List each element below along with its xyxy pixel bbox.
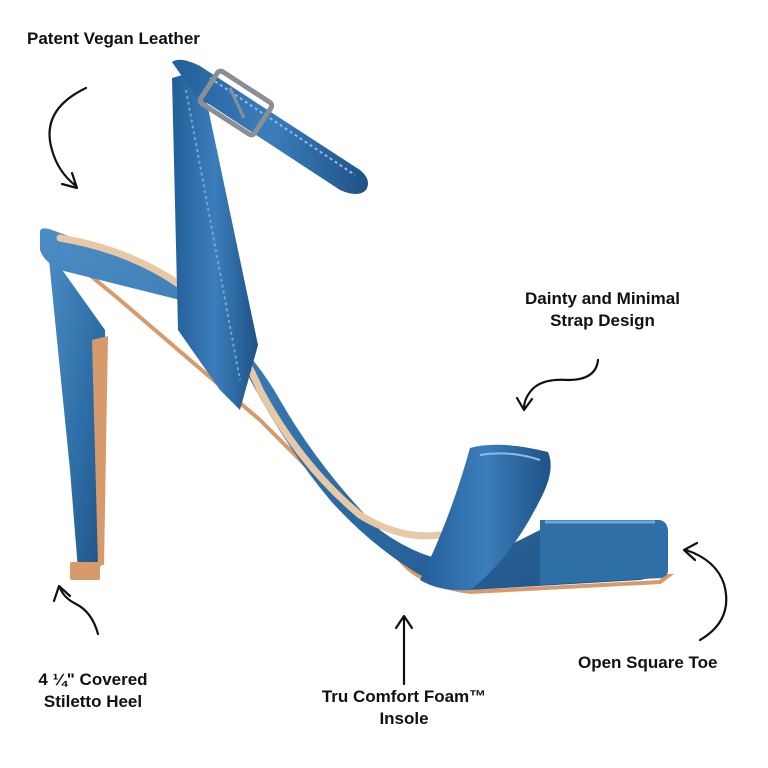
heel-tip — [70, 562, 100, 580]
callout-insole: Tru Comfort Foam™ Insole — [298, 686, 510, 730]
ankle-strap-band — [172, 59, 368, 194]
callout-strap-line2: Strap Design — [550, 311, 655, 330]
ankle-strap-vertical — [172, 70, 258, 410]
callout-heel-line1: 4 ¼" Covered — [38, 670, 148, 689]
curved-arrow-icon — [48, 86, 88, 188]
callout-toe-text: Open Square Toe — [578, 653, 718, 672]
callout-toe: Open Square Toe — [578, 652, 718, 674]
callout-material: Patent Vegan Leather — [27, 28, 200, 50]
square-toe — [540, 520, 668, 585]
curved-arrow-icon — [522, 358, 600, 410]
callout-heel: 4 ¼" Covered Stiletto Heel — [18, 669, 168, 713]
callout-heel-line2: Stiletto Heel — [43, 692, 143, 711]
callout-insole-line2: Insole — [379, 709, 429, 728]
curved-arrow-icon — [684, 548, 728, 642]
insole — [56, 234, 444, 540]
curved-arrow-icon — [58, 586, 100, 636]
callout-material-text: Patent Vegan Leather — [27, 29, 200, 48]
front-strap — [420, 444, 551, 591]
buckle-icon — [197, 68, 275, 138]
callout-insole-line1: Tru Comfort Foam™ — [321, 687, 487, 706]
stiletto-heel — [48, 250, 108, 580]
callout-strap: Dainty and Minimal Strap Design — [505, 288, 700, 332]
callout-strap-line1: Dainty and Minimal — [525, 289, 680, 308]
